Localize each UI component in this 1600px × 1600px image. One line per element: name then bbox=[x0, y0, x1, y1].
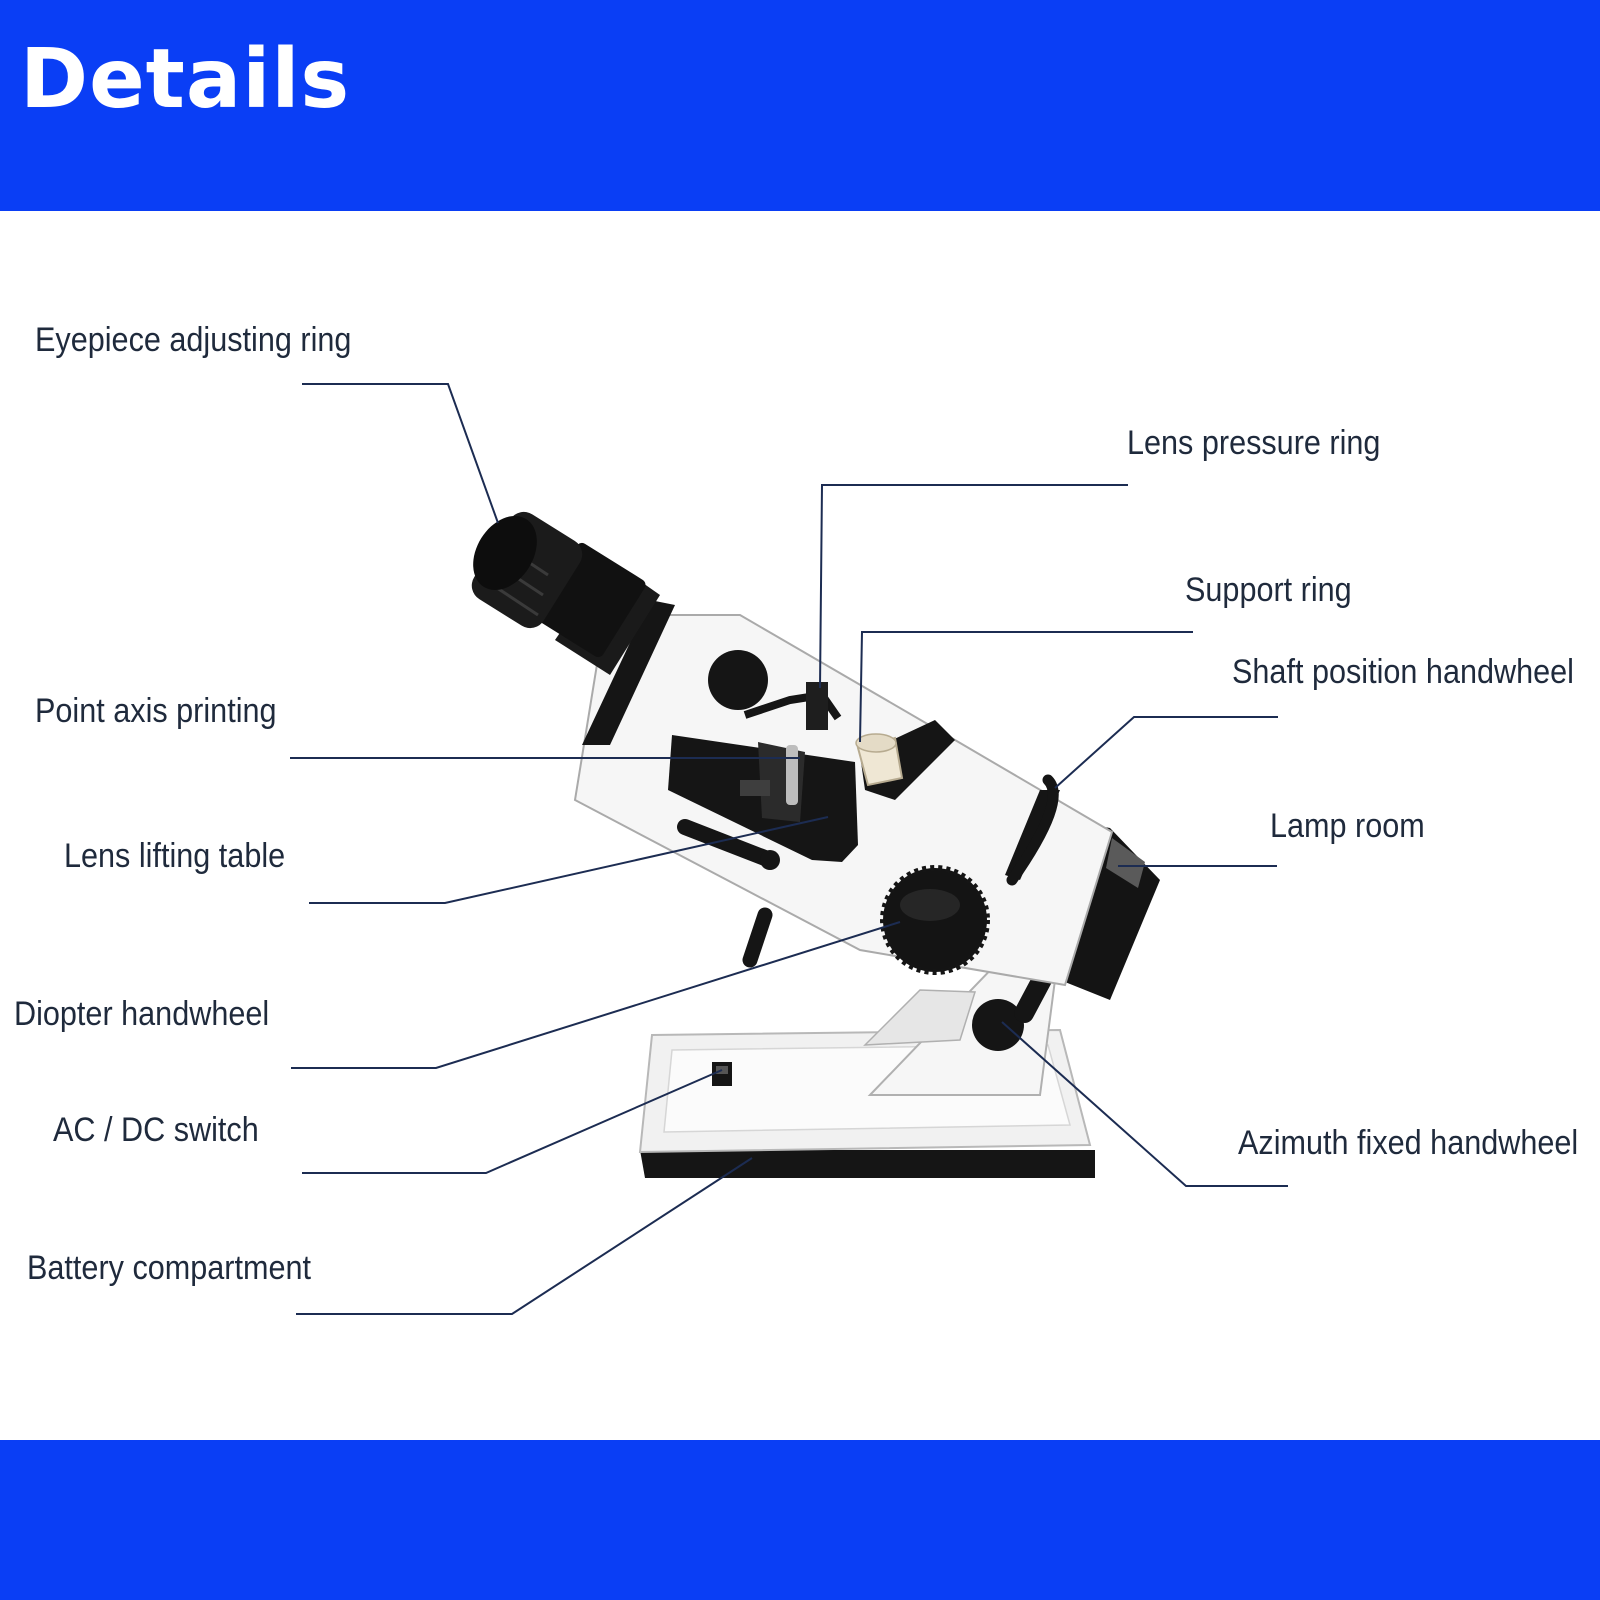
page-title: Details bbox=[20, 32, 351, 127]
lensmeter-illustration bbox=[471, 511, 1160, 1178]
label-lens-lifting-table: Lens lifting table bbox=[64, 837, 286, 875]
label-shaft-position-handwheel: Shaft position handwheel bbox=[1232, 653, 1574, 691]
main-body bbox=[573, 600, 1114, 987]
leader-support-ring bbox=[859, 631, 1193, 743]
label-point-axis-printing: Point axis printing bbox=[35, 692, 277, 730]
leader-azimuth-fixed-handwheel bbox=[1001, 1021, 1288, 1187]
label-diopter-handwheel: Diopter handwheel bbox=[14, 995, 270, 1033]
lens-pressure-ring-icon bbox=[743, 682, 842, 730]
leader-lines bbox=[290, 383, 1288, 1315]
leader-eyepiece-adjusting-ring bbox=[302, 383, 499, 524]
eyepiece-icon bbox=[471, 511, 660, 675]
label-battery-compartment: Battery compartment bbox=[27, 1249, 312, 1287]
leader-shaft-position-handwheel bbox=[1054, 716, 1278, 789]
stand-column bbox=[863, 958, 1057, 1096]
header-band: Details bbox=[0, 0, 1600, 211]
leader-battery-compartment bbox=[296, 1157, 753, 1315]
leader-lens-pressure-ring bbox=[819, 484, 1128, 689]
shaft-handwheel-icon bbox=[1006, 774, 1059, 886]
bottom-lever-icon bbox=[742, 907, 773, 968]
label-ac-dc-switch: AC / DC switch bbox=[53, 1111, 259, 1149]
diopter-handwheel-icon bbox=[880, 865, 990, 975]
upper-knob-icon bbox=[708, 650, 768, 710]
label-eyepiece-adjusting-ring: Eyepiece adjusting ring bbox=[35, 321, 352, 359]
label-lamp-room: Lamp room bbox=[1270, 807, 1425, 845]
leader-diopter-handwheel bbox=[291, 921, 901, 1069]
leader-lens-lifting-table bbox=[309, 816, 829, 904]
footer-band bbox=[0, 1440, 1600, 1600]
support-ring-icon bbox=[855, 733, 904, 787]
label-support-ring: Support ring bbox=[1185, 571, 1352, 609]
label-lens-pressure-ring: Lens pressure ring bbox=[1127, 424, 1381, 462]
lens-lifting-lever-icon bbox=[677, 819, 780, 870]
leader-ac-dc-switch bbox=[302, 1069, 723, 1174]
label-azimuth-fixed-handwheel: Azimuth fixed handwheel bbox=[1238, 1124, 1579, 1162]
